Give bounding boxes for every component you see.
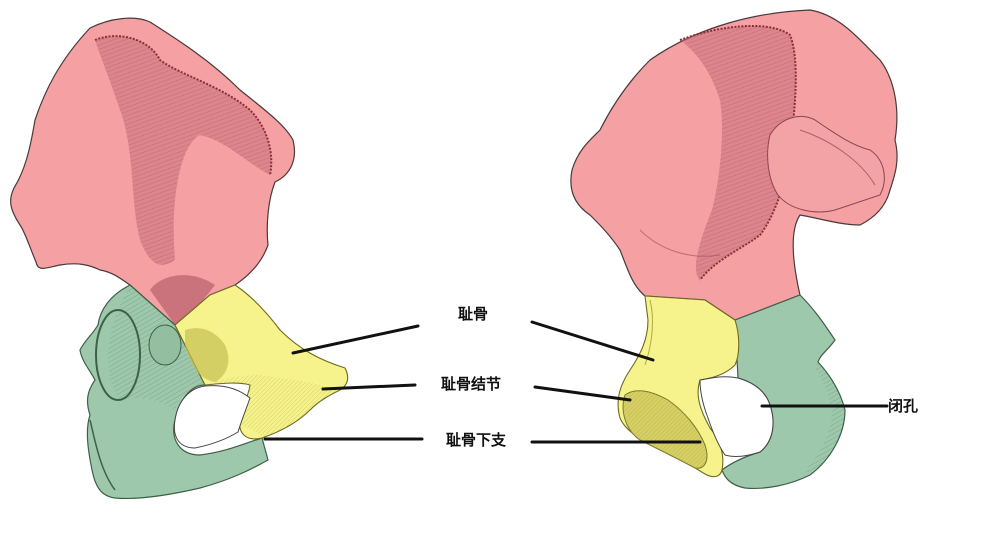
right-hip-bone: [570, 9, 898, 490]
label-pubic-tubercle: 耻骨结节: [441, 375, 502, 393]
left-ischial-tuberosity-line: [89, 419, 116, 491]
left-pubis-body-hatching: [205, 375, 340, 438]
left-hip-bone: [10, 17, 349, 499]
right-ilium-hatching: [680, 25, 796, 281]
leader-line-left-pubis: [291, 324, 420, 355]
leader-line-right-pubic-tubercle: [533, 385, 632, 402]
left-obturator-foramen: [173, 385, 251, 449]
left-ischial-spine: [148, 324, 182, 366]
label-obturator-foramen: 闭孔: [888, 397, 919, 415]
leader-line-right-pubis: [530, 320, 655, 362]
leader-line-left-pubic-tubercle: [321, 383, 417, 391]
left-acetabulum-ilium-part: [150, 275, 215, 325]
left-ilium-hatching: [95, 36, 272, 265]
label-inferior-pubic-ramus: 耻骨下支: [446, 431, 507, 449]
label-pubis: 耻骨: [458, 305, 489, 323]
right-obturator-foramen: [699, 376, 774, 457]
leader-lines: [263, 320, 889, 444]
right-ischium-hatching: [805, 362, 845, 475]
right-auricular-surface: [767, 116, 885, 213]
left-acetabular-rim: [95, 309, 141, 401]
left-acetabulum-pubis-part: [185, 328, 229, 382]
